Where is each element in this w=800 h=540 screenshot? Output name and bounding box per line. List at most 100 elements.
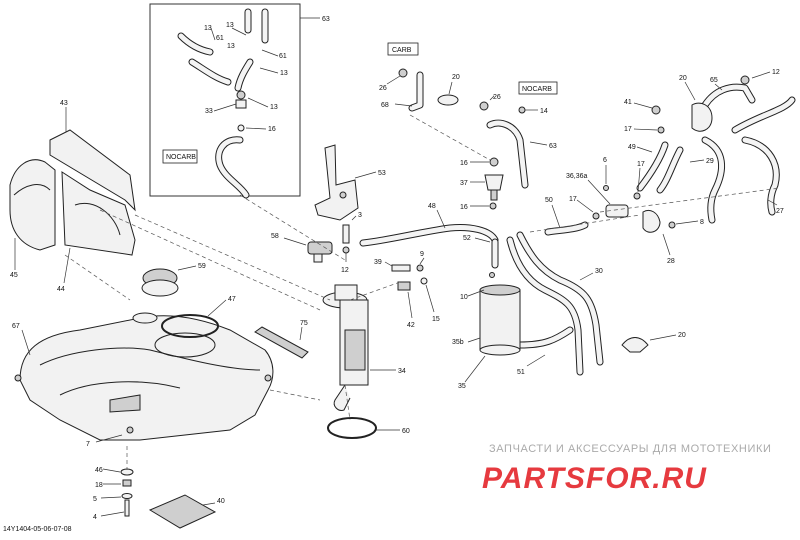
valve-58: 58 [271, 233, 333, 263]
callout-53: 53 [378, 170, 386, 177]
pump-seal-ring [327, 417, 377, 439]
callout-49: 49 [628, 144, 636, 151]
callout-16-inset: 16 [268, 126, 276, 133]
inset-clamp [237, 124, 245, 132]
callout-14: 14 [540, 108, 548, 115]
callout-75: 75 [300, 320, 308, 327]
evap-canister: 35b 35 10 [452, 272, 521, 390]
callout-47: 47 [228, 296, 236, 303]
watermark: ЗАПЧАСТИ И АКСЕССУАРЫ ДЛЯ МОТОТЕХНИКИ PA… [482, 443, 771, 495]
callout-61-b: 61 [279, 53, 287, 60]
clip-20-c [621, 337, 649, 353]
cap-base [141, 279, 179, 297]
callout-59: 59 [198, 263, 206, 270]
bracket-53: 53 3 12 [314, 144, 386, 274]
drawing-id: 14Y1404-05-06-07-08 [3, 526, 72, 533]
panel-44 [61, 171, 136, 256]
callout-39: 39 [374, 259, 382, 266]
tag-nocarb-top-label: NOCARB [522, 86, 552, 93]
side-panels: 43 45 44 [9, 100, 136, 293]
valve-20-b [691, 102, 713, 132]
pump-fittings: 39 9 42 15 [374, 251, 440, 329]
callout-51: 51 [517, 369, 525, 376]
callout-20-c: 20 [678, 332, 686, 339]
callout-27: 27 [776, 208, 784, 215]
inset-connector [235, 99, 247, 109]
pad-40 [148, 494, 217, 529]
tag-carb [387, 42, 419, 56]
callout-15: 15 [432, 316, 440, 323]
strip-75: 75 [254, 320, 309, 359]
tag-nocarb-inset-label: NOCARB [166, 154, 196, 161]
callout-20-a: 20 [452, 74, 460, 81]
hose-network: 48 52 68 63 30 51 50 49 [359, 71, 796, 376]
callout-5: 5 [93, 496, 97, 503]
callout-13-c: 13 [227, 43, 235, 50]
callout-26-b: 26 [493, 94, 501, 101]
callout-30: 30 [595, 268, 603, 275]
tag-nocarb-top [518, 81, 558, 95]
fuel-pump-module: 34 60 [322, 284, 410, 439]
callout-6: 6 [603, 157, 607, 164]
callout-65: 65 [710, 77, 718, 84]
callout-68: 68 [381, 102, 389, 109]
callout-17-b: 17 [637, 161, 645, 168]
callout-17-c: 17 [624, 126, 632, 133]
callout-7: 7 [86, 441, 90, 448]
callout-4: 4 [93, 514, 97, 521]
inset-tee-fitting [236, 90, 246, 100]
dashed-guides [64, 114, 781, 470]
inline-filter [605, 204, 629, 218]
callout-37: 37 [460, 180, 468, 187]
panel-43 [49, 129, 136, 212]
callout-17-a: 17 [569, 196, 577, 203]
tag-carb-label: CARB [392, 47, 412, 54]
callout-20-b: 20 [679, 75, 687, 82]
callout-26-a: 26 [379, 85, 387, 92]
callout-16-b: 16 [460, 204, 468, 211]
callout-35: 35 [458, 383, 466, 390]
callout-13-e: 13 [270, 104, 278, 111]
callout-8: 8 [700, 219, 704, 226]
callout-10: 10 [460, 294, 468, 301]
callout-58: 58 [271, 233, 279, 240]
callout-28: 28 [667, 258, 675, 265]
watermark-logo: PARTSFOR.RU [482, 462, 707, 495]
pump-pickup [333, 384, 351, 411]
watermark-caption: ЗАПЧАСТИ И АКСЕССУАРЫ ДЛЯ МОТОТЕХНИКИ [489, 443, 771, 455]
callout-50: 50 [545, 197, 553, 204]
callout-12-b: 12 [772, 69, 780, 76]
callout-63-b: 63 [549, 143, 557, 150]
callout-45: 45 [10, 272, 18, 279]
tank-label-plate [109, 394, 141, 413]
callout-48: 48 [428, 203, 436, 210]
callout-42: 42 [407, 322, 415, 329]
callout-44: 44 [57, 286, 65, 293]
callout-13-b: 13 [226, 22, 234, 29]
callout-36: 36,36a [566, 173, 588, 180]
callout-67: 67 [12, 323, 20, 330]
right-fittings: 17 36,36a 6 17 41 17 28 8 20 12 20 [566, 69, 780, 353]
tank-filler-neck [132, 312, 158, 324]
tank-body [19, 315, 274, 441]
callout-29: 29 [706, 158, 714, 165]
carb-fittings: CARB NOCARB 26 20 26 14 16 37 16 [379, 42, 558, 211]
callout-34: 34 [398, 368, 406, 375]
callout-3: 3 [358, 212, 362, 219]
panel-45 [9, 159, 56, 251]
callout-46: 46 [95, 467, 103, 474]
callout-18: 18 [95, 482, 103, 489]
fuel-cap: 59 [141, 263, 206, 297]
callout-16-a: 16 [460, 160, 468, 167]
callout-43: 43 [60, 100, 68, 107]
callout-61-a: 61 [216, 35, 224, 42]
tag-nocarb-inset [162, 149, 198, 164]
inset-hose-assembly: 63 13 13 61 13 61 13 13 33 16 NOCAR [149, 3, 330, 199]
callout-63-box: 63 [322, 16, 330, 23]
tank-pump-opening [154, 332, 216, 358]
callout-41: 41 [624, 99, 632, 106]
callout-60: 60 [402, 428, 410, 435]
callout-40: 40 [217, 498, 225, 505]
